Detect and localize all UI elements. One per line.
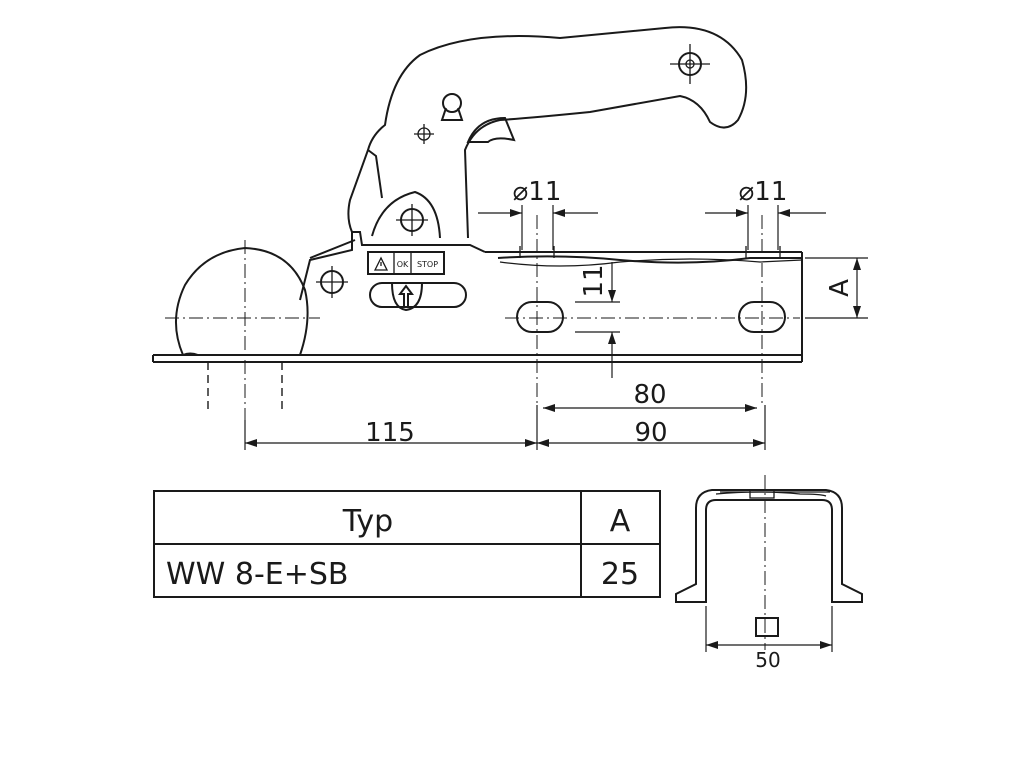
profile-width-label: 50 — [755, 648, 780, 672]
spacing-90-label: 90 — [634, 418, 667, 448]
profile-section: 50 — [675, 475, 863, 672]
dimension-hole-right: ⌀11 — [705, 177, 826, 250]
dimension-A: A — [805, 257, 868, 319]
dimension-offset-11: 11 — [575, 262, 620, 378]
table-cell-typ: WW 8-E+SB — [166, 557, 349, 592]
hole-diameter-right-label: ⌀11 — [739, 177, 788, 207]
type-table: Typ A WW 8-E+SB 25 — [153, 490, 661, 598]
arrow-up-icon — [398, 284, 414, 306]
hole-diameter-left-label: ⌀11 — [513, 177, 562, 207]
warning-icon — [373, 256, 389, 271]
dimension-80: 80 — [543, 380, 757, 412]
table-header-typ: Typ — [342, 504, 393, 539]
coupling-body — [152, 26, 803, 363]
table-cell-a: 25 — [601, 557, 639, 592]
height-a-label: A — [825, 279, 855, 297]
spacing-115-label: 115 — [365, 418, 415, 448]
table-header-a: A — [610, 504, 631, 539]
dimension-115-90: 115 90 — [244, 405, 766, 450]
dimension-hole-left: ⌀11 — [478, 177, 598, 250]
centerlines — [165, 215, 800, 420]
stop-label: STOP — [417, 260, 438, 269]
offset-label: 11 — [579, 264, 609, 297]
slot-holes — [516, 246, 786, 333]
spacing-80-label: 80 — [633, 380, 666, 410]
ok-label: OK — [397, 260, 409, 269]
indicator-panel: OK STOP — [367, 251, 467, 312]
